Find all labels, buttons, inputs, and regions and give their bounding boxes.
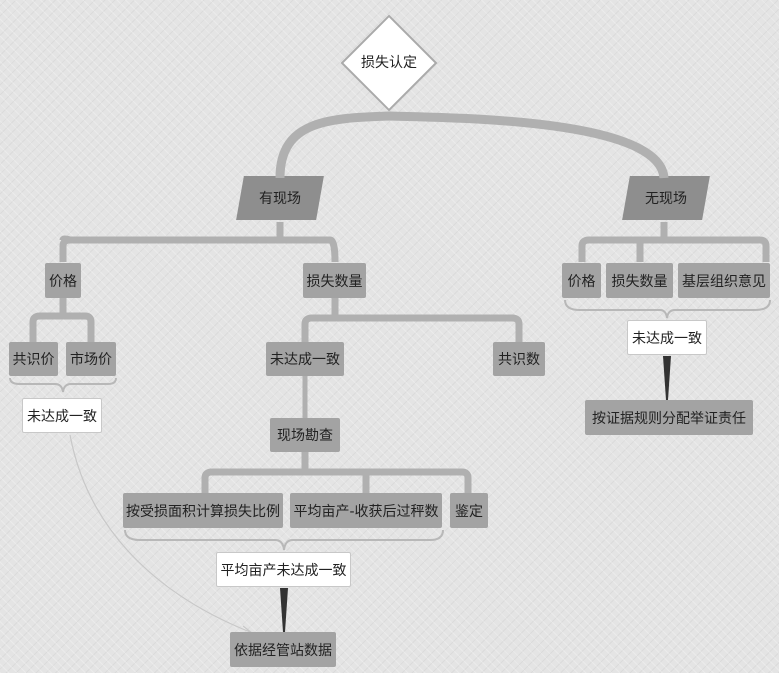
node-right-price[interactable]: 价格 [562,263,601,298]
node-grassroots-opinion[interactable]: 基层组织意见 [678,263,770,298]
node-method-area-ratio[interactable]: 按受损面积计算损失比例 [123,493,283,528]
node-no-site[interactable]: 无现场 [626,176,706,220]
root-label[interactable]: 损失认定 [361,55,417,71]
node-market-price[interactable]: 市场价 [66,342,116,376]
root-diamond [340,14,438,112]
node-on-site[interactable]: 有现场 [240,176,320,220]
node-consensus-price[interactable]: 共识价 [9,342,58,376]
node-station-data[interactable]: 依据经管站数据 [230,632,336,667]
node-price[interactable]: 价格 [45,263,81,298]
node-loss-quantity[interactable]: 损失数量 [303,263,366,298]
node-consensus-quantity[interactable]: 共识数 [493,342,545,376]
node-right-loss-quantity[interactable]: 损失数量 [606,263,673,298]
node-price-no-agreement[interactable]: 未达成一致 [22,398,102,433]
node-method-appraisal[interactable]: 鉴定 [450,493,488,528]
node-quantity-no-agreement[interactable]: 未达成一致 [266,342,344,376]
node-site-survey[interactable]: 现场勘查 [270,418,340,452]
node-right-no-agreement[interactable]: 未达成一致 [627,320,707,355]
node-method-average-yield[interactable]: 平均亩产-收获后过秤数 [290,493,442,528]
on-site-label: 有现场 [259,191,301,207]
node-burden-of-proof[interactable]: 按证据规则分配举证责任 [585,400,753,435]
no-site-label: 无现场 [645,191,687,207]
node-yield-no-agreement[interactable]: 平均亩产未达成一致 [216,552,351,587]
